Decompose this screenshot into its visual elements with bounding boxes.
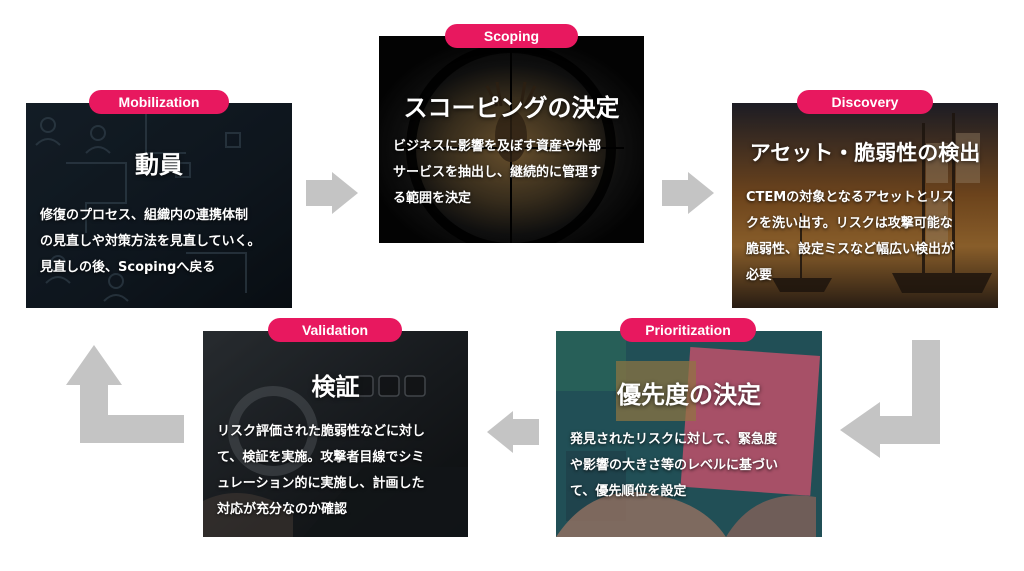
card-description: 修復のプロセス、組織内の連携体制 の見直しや対策方法を見直していく。 見直しの後… (40, 208, 261, 275)
card-discovery: アセット・脆弱性の検出 CTEMの対象となるアセットとリス クを洗い出す。リスク… (732, 103, 998, 308)
card-scoping: スコーピングの決定 ビジネスに影響を及ぼす資産や外部 サービスを抽出し、継続的に… (379, 36, 644, 243)
card-content: 検証 リスク評価された脆弱性などに対し て、検証を実施。攻撃者目線でシミ ュレー… (203, 331, 468, 523)
card-description: 発見されたリスクに対して、緊急度 や影響の大きさ等のレベルに基づい て、優先順位… (570, 432, 779, 499)
badge-prioritization: Prioritization (620, 318, 756, 342)
elbow-arrow-icon (66, 345, 184, 455)
card-content: 動員 修復のプロセス、組織内の連携体制 の見直しや対策方法を見直していく。 見直… (26, 103, 292, 281)
card-mobilization: 動員 修復のプロセス、組織内の連携体制 の見直しや対策方法を見直していく。 見直… (26, 103, 292, 308)
badge-discovery: Discovery (797, 90, 933, 114)
badge-mobilization: Mobilization (89, 90, 229, 114)
card-title: アセット・脆弱性の検出 (749, 141, 981, 165)
card-background-scope (379, 36, 644, 243)
badge-validation: Validation (268, 318, 402, 342)
card-description: リスク評価された脆弱性などに対し て、検証を実施。攻撃者目線でシミ ュレーション… (217, 424, 426, 517)
card-description: ビジネスに影響を及ぼす資産や外部 サービスを抽出し、継続的に管理す る範囲を決定 (393, 139, 602, 206)
chevron-arrow-icon (487, 411, 539, 453)
card-content: アセット・脆弱性の検出 CTEMの対象となるアセットとリス クを洗い出す。リスク… (732, 103, 998, 289)
elbow-arrow-icon (840, 340, 950, 458)
badge-scoping: Scoping (445, 24, 578, 48)
card-content: スコーピングの決定 ビジネスに影響を及ぼす資産や外部 サービスを抽出し、継続的に… (379, 36, 644, 212)
chevron-arrow-icon (306, 172, 358, 214)
card-background-network (26, 103, 292, 308)
card-title: 検証 (311, 373, 360, 401)
card-content: 優先度の決定 発見されたリスクに対して、緊急度 や影響の大きさ等のレベルに基づい… (556, 331, 822, 505)
card-prioritization: 優先度の決定 発見されたリスクに対して、緊急度 や影響の大きさ等のレベルに基づい… (556, 331, 822, 537)
card-title: 動員 (135, 151, 183, 179)
card-background-laptop (203, 331, 468, 537)
card-background-ship (732, 103, 998, 308)
card-description: CTEMの対象となるアセットとリス クを洗い出す。リスクは攻撃可能な 脆弱性、設… (746, 190, 955, 283)
card-title: スコーピングの決定 (403, 94, 620, 122)
card-background-sticky-notes (556, 331, 822, 537)
card-title: 優先度の決定 (617, 381, 761, 409)
card-validation: 検証 リスク評価された脆弱性などに対し て、検証を実施。攻撃者目線でシミ ュレー… (203, 331, 468, 537)
chevron-arrow-icon (662, 172, 714, 214)
